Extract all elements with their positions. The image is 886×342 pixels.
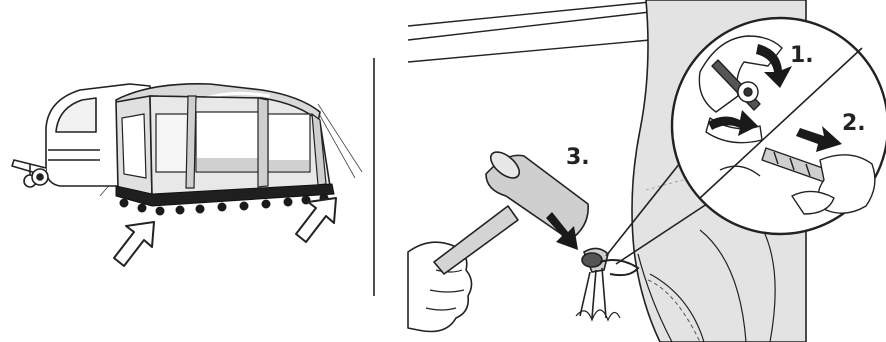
outline-arrow-icon <box>114 222 154 266</box>
left-panel-awning-scene <box>12 84 362 266</box>
step-3-label: 3. <box>566 145 590 170</box>
step-2-label: 2. <box>842 111 866 136</box>
step-1-label: 1. <box>790 43 814 68</box>
outline-arrow-icon <box>296 198 336 242</box>
caravan-edge-lines <box>408 2 650 62</box>
right-panel-pegging-scene: 1. 2. 3. <box>408 0 886 342</box>
peg-in-ground <box>576 248 638 320</box>
